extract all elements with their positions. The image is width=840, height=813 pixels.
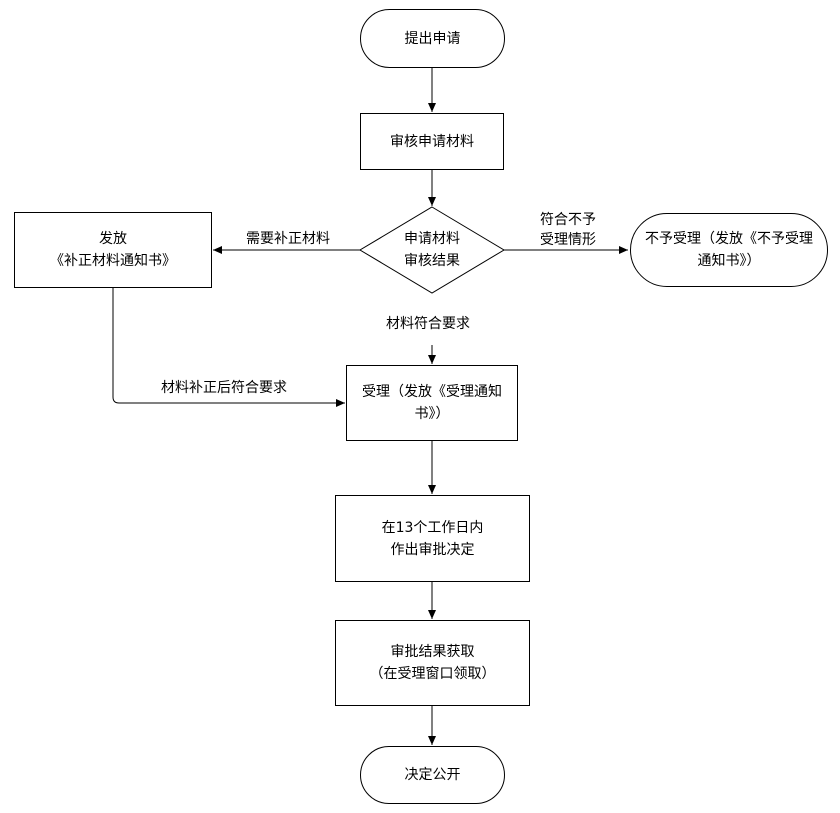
- approve-line1: 在13个工作日内: [381, 519, 484, 536]
- decision-diamond: [359, 206, 505, 294]
- label-after-supplement: 材料补正后符合要求: [161, 380, 287, 396]
- label-meets-requirements: 材料符合要求: [386, 316, 470, 332]
- supplement-notice-node: 发放 《补正材料通知书》: [14, 212, 212, 288]
- publish-label: 决定公开: [404, 767, 461, 783]
- decision-node: 申请材料 审核结果: [380, 226, 484, 274]
- decision-label-line2: 审核结果: [404, 253, 460, 269]
- accept-line2: 书》）: [414, 406, 450, 422]
- label-not-accepted: 符合不予 受理情形: [540, 210, 596, 250]
- start-label: 提出申请: [404, 30, 461, 47]
- approve-node: 在13个工作日内 作出审批决定: [335, 495, 530, 582]
- publish-node: 决定公开: [360, 746, 505, 804]
- accept-node: 受理（发放《受理通知 书》）: [346, 365, 518, 441]
- obtain-line1: 审批结果获取: [390, 644, 475, 660]
- supplement-notice-line2: 《补正材料通知书》: [50, 253, 176, 269]
- start-node: 提出申请: [360, 9, 505, 68]
- label-need-supplement: 需要补正材料: [246, 231, 330, 247]
- review-label: 审核申请材料: [390, 133, 474, 150]
- arrow-supplement-accept: [112, 288, 345, 407]
- accept-line1: 受理（发放《受理通知: [362, 384, 502, 400]
- reject-line2: 通知书》）: [697, 253, 761, 269]
- obtain-line2: （在受理窗口领取）: [369, 666, 496, 682]
- approve-line2: 作出审批决定: [390, 541, 475, 558]
- label-not-accepted-line2: 受理情形: [540, 232, 596, 248]
- supplement-notice-line1: 发放: [99, 231, 127, 247]
- reject-node: 不予受理（发放《不予受理 通知书》）: [630, 213, 828, 287]
- review-node: 审核申请材料: [360, 113, 504, 170]
- label-not-accepted-line1: 符合不予: [540, 212, 596, 228]
- obtain-node: 审批结果获取 （在受理窗口领取）: [335, 620, 530, 706]
- reject-line1: 不予受理（发放《不予受理: [645, 231, 813, 247]
- decision-label-line1: 申请材料: [404, 231, 460, 247]
